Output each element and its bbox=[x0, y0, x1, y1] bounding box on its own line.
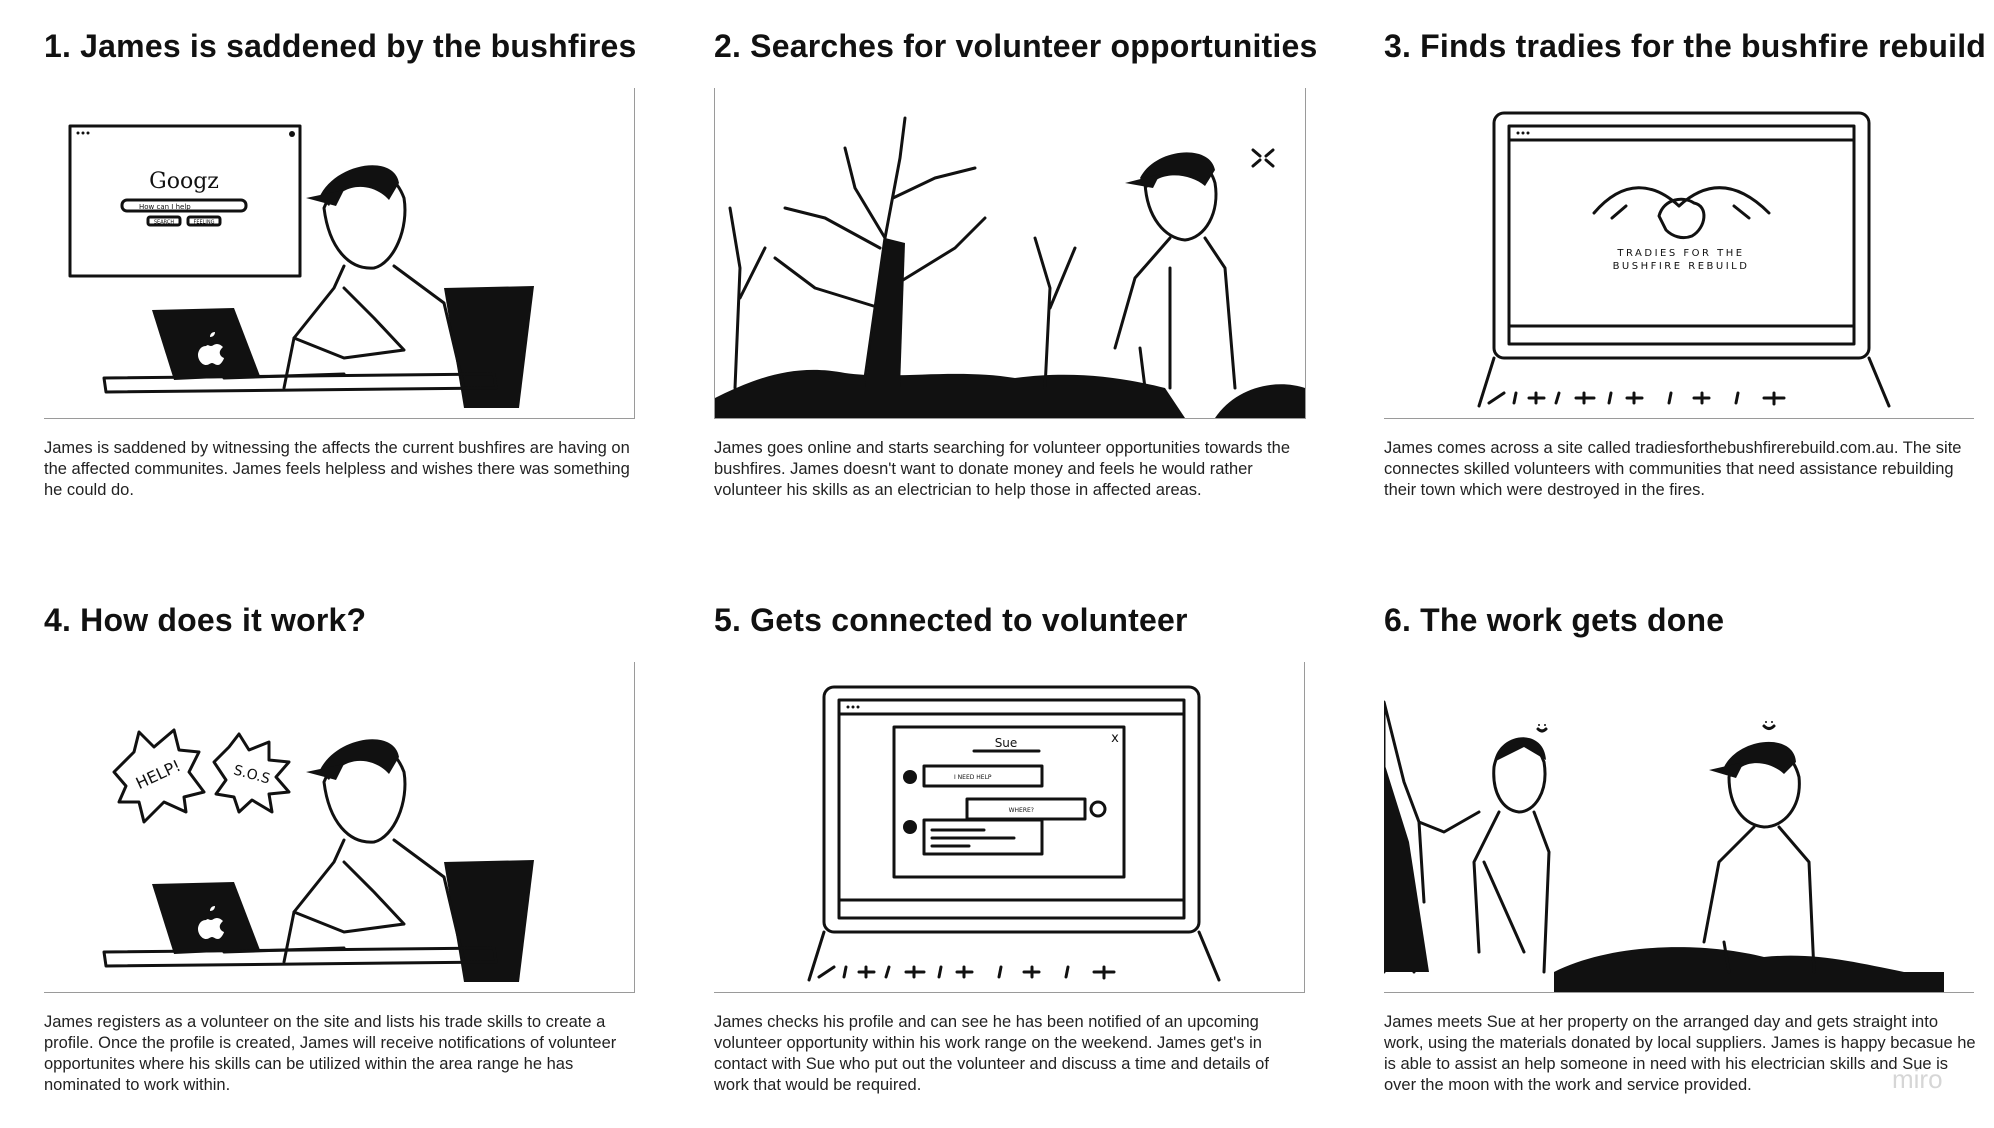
panel-title: 2. Searches for volunteer opportunities bbox=[714, 28, 1318, 64]
ground bbox=[1554, 947, 1944, 992]
panel-title: 5. Gets connected to volunteer bbox=[714, 602, 1188, 638]
illustration-frame bbox=[1384, 662, 1974, 993]
chat-close-icon: x bbox=[1111, 731, 1119, 746]
browser-search-text: How can I help bbox=[139, 203, 191, 211]
panel-title: 4. How does it work? bbox=[44, 602, 367, 638]
illustration-james-notifications: HELP! S.O.S bbox=[102, 728, 534, 982]
storyboard-panel-5: 5. Gets connected to volunteer Sue x I N… bbox=[714, 602, 1309, 1094]
panel-title: 1. James is saddened by the bushfires bbox=[44, 28, 637, 64]
illustration-laptop-website: TRADIES FOR THE BUSHFIRE REBUILD bbox=[1477, 111, 1891, 408]
panel-caption: James goes online and starts searching f… bbox=[714, 439, 1290, 499]
chat-message-1 bbox=[922, 764, 1044, 788]
person-cap bbox=[319, 165, 399, 206]
keyboard-keys bbox=[1487, 391, 1786, 406]
site-logo-line-1: TRADIES FOR THE bbox=[1616, 248, 1744, 259]
laptop-base bbox=[1477, 356, 1891, 408]
panel-caption: James comes across a site called tradies… bbox=[1384, 439, 1962, 499]
browser-search-box bbox=[120, 198, 248, 213]
illustration-frame: HELP! S.O.S bbox=[44, 662, 635, 993]
panel-title: 3. Finds tradies for the bushfire rebuil… bbox=[1384, 28, 1987, 64]
chat-message-1-text: I NEED HELP bbox=[954, 774, 992, 781]
laptop bbox=[152, 308, 260, 380]
site-logo-line-2: BUSHFIRE REBUILD bbox=[1613, 261, 1750, 272]
desk bbox=[102, 946, 498, 968]
office-chair bbox=[444, 860, 534, 982]
apple-logo-icon bbox=[198, 332, 224, 365]
dead-tree bbox=[773, 116, 987, 380]
person-cap bbox=[1140, 152, 1215, 188]
search-button-label: SEARCH bbox=[154, 220, 174, 226]
burnt-ground bbox=[715, 369, 1185, 418]
miro-watermark: miro bbox=[1892, 1064, 1943, 1094]
chat-message-2-text: WHERE? bbox=[1009, 807, 1034, 814]
panel-caption: James is saddened by witnessing the affe… bbox=[44, 439, 630, 499]
illustration-burnt-trees bbox=[715, 116, 1305, 418]
feeling-button-label: FEELING bbox=[193, 220, 214, 226]
storyboard-panel-3: 3. Finds tradies for the bushfire rebuil… bbox=[1384, 28, 1987, 499]
browser-logo: Googz bbox=[149, 169, 219, 194]
person-cap bbox=[1724, 741, 1796, 777]
apple-logo-icon bbox=[198, 906, 224, 939]
illustration-james-meets-sue bbox=[1384, 700, 1944, 992]
smile-icon bbox=[1536, 724, 1548, 733]
person-cap bbox=[319, 739, 399, 780]
panel-caption: James meets Sue at her property on the a… bbox=[1384, 1013, 1976, 1094]
keyboard-keys bbox=[817, 965, 1116, 980]
laptop-screen bbox=[822, 685, 1201, 934]
laptop-screen bbox=[1492, 111, 1871, 360]
australia-hands-logo-icon bbox=[1592, 186, 1771, 240]
help-speech-bubble bbox=[112, 728, 206, 824]
illustration-chat-with-sue: Sue x I NEED HELP WHERE? bbox=[807, 685, 1221, 982]
illustration-frame bbox=[714, 88, 1306, 419]
illustration-frame: Googz How can I help SEARCH FEELING bbox=[44, 88, 635, 419]
illustration-frame: Sue x I NEED HELP WHERE? bbox=[714, 662, 1305, 993]
desk bbox=[102, 372, 498, 394]
office-chair bbox=[444, 286, 534, 408]
panel-title: 6. The work gets done bbox=[1384, 602, 1725, 638]
browser-window bbox=[68, 124, 302, 278]
help-bubble-text: HELP! bbox=[133, 756, 184, 793]
illustration-james-at-laptop: Googz How can I help SEARCH FEELING bbox=[68, 124, 534, 408]
laptop bbox=[152, 882, 260, 954]
chat-contact-name: Sue bbox=[995, 736, 1018, 750]
illustration-frame: TRADIES FOR THE BUSHFIRE REBUILD bbox=[1384, 88, 1974, 419]
panel-caption: James registers as a volunteer on the si… bbox=[44, 1013, 617, 1094]
panel-caption: James checks his profile and can see he … bbox=[714, 1013, 1269, 1094]
chat-message-3 bbox=[922, 818, 1044, 856]
storyboard-panel-4: 4. How does it work? HELP! S.O.S James r… bbox=[44, 602, 639, 1094]
sos-speech-bubble bbox=[212, 732, 291, 814]
sos-bubble-text: S.O.S bbox=[232, 762, 272, 787]
chat-window bbox=[892, 725, 1126, 879]
storyboard-panel-2: 2. Searches for volunteer opportunities … bbox=[714, 28, 1318, 499]
storyboard-panel-1: 1. James is saddened by the bushfires Go… bbox=[44, 28, 639, 499]
smile-icon bbox=[1762, 721, 1776, 730]
anger-mark-icon bbox=[1251, 148, 1275, 168]
storyboard-panel-6: 6. The work gets done James meets bbox=[1384, 602, 1979, 1094]
laptop-base bbox=[807, 930, 1221, 982]
